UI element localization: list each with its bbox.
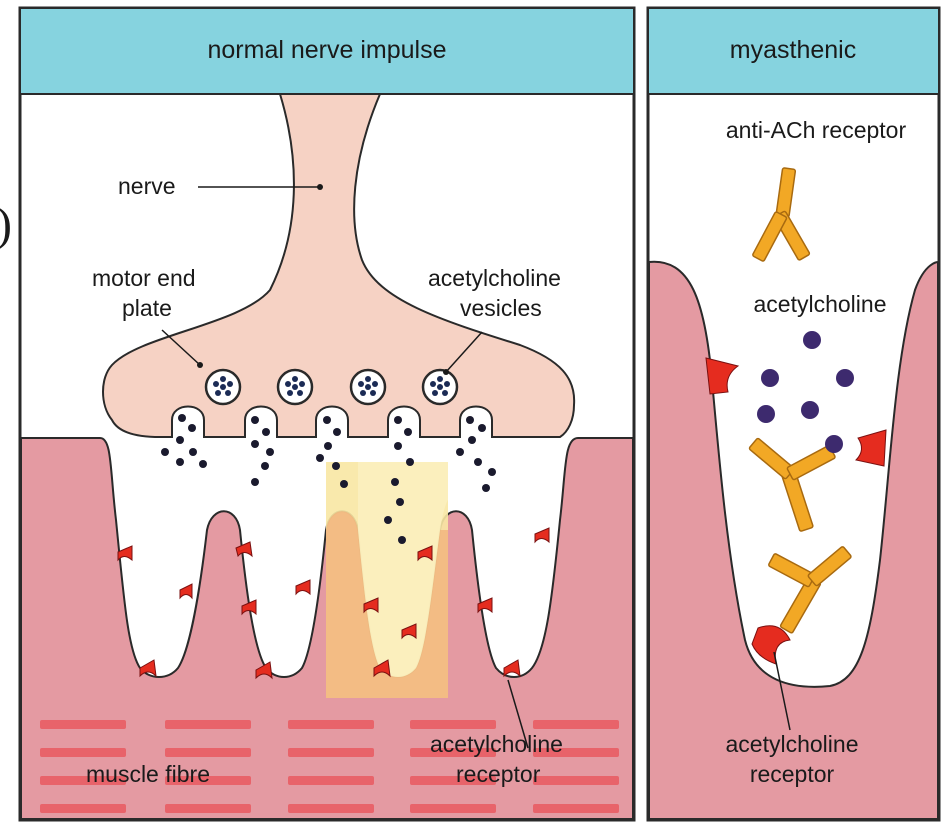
edge-glyph: ) xyxy=(0,198,12,251)
label-anti-ach: anti-ACh receptor xyxy=(726,117,907,143)
vesicle xyxy=(351,370,385,404)
vesicle xyxy=(206,370,240,404)
label-muscle-fibre: muscle fibre xyxy=(86,761,210,787)
label-vesicles-1: acetylcholine xyxy=(428,265,561,291)
label-receptor-left-2: receptor xyxy=(456,761,541,787)
label-vesicles-2: vesicles xyxy=(460,295,542,321)
label-motor-end-plate-1: motor end xyxy=(92,265,196,291)
right-panel: myasthenic xyxy=(648,8,939,820)
label-receptor-right-2: receptor xyxy=(750,761,835,787)
right-panel-title: myasthenic xyxy=(730,36,856,64)
vesicle xyxy=(423,370,457,404)
vesicle xyxy=(278,370,312,404)
label-receptor-right-1: acetylcholine xyxy=(726,731,859,757)
label-nerve: nerve xyxy=(118,173,176,199)
label-acetylcholine: acetylcholine xyxy=(754,291,887,317)
label-motor-end-plate-2: plate xyxy=(122,295,172,321)
left-panel-title: normal nerve impulse xyxy=(208,36,447,64)
label-receptor-left-1: acetylcholine xyxy=(430,731,563,757)
left-panel: normal nerve impulse xyxy=(20,8,634,820)
